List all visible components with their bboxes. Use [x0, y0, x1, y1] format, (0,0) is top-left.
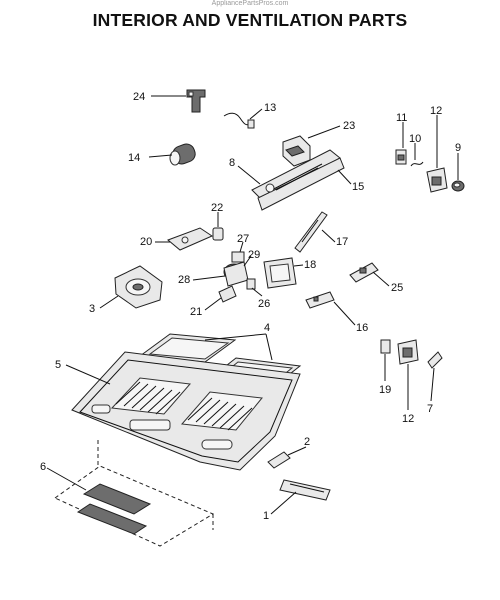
part-11-switch — [395, 149, 407, 165]
part-5-bottom-panel — [71, 351, 301, 471]
callout-1: 1 — [263, 510, 269, 522]
callout-4: 4 — [264, 322, 270, 334]
watermark: AppliancePartsPros.com — [211, 0, 289, 7]
callout-14: 14 — [128, 152, 140, 164]
callout-16: 16 — [356, 322, 368, 334]
part-26-clip — [246, 278, 256, 290]
part-9-cap — [451, 180, 465, 192]
part-1-strip — [279, 479, 331, 501]
part-23-fan-motor — [282, 135, 311, 167]
callout-12-lower: 12 — [402, 413, 414, 425]
part-17-strip — [294, 211, 328, 253]
callout-18: 18 — [304, 259, 316, 271]
callout-12-upper: 12 — [430, 105, 442, 117]
part-18-damper — [263, 257, 297, 289]
part-20-bracket — [167, 227, 214, 251]
callout-20: 20 — [140, 236, 152, 248]
callout-13: 13 — [264, 102, 276, 114]
callout-26: 26 — [258, 298, 270, 310]
part-8-bracket — [251, 149, 345, 211]
callout-19: 19 — [379, 384, 391, 396]
part-27-motor — [231, 251, 245, 263]
part-2-hinge — [267, 451, 291, 469]
part-13-wire — [223, 112, 255, 129]
part-6-filter-cover — [54, 440, 215, 547]
leader-lines — [46, 95, 459, 515]
part-12-switch-lower — [397, 339, 419, 365]
callout-6: 6 — [40, 461, 46, 473]
callout-27: 27 — [237, 233, 249, 245]
callout-7: 7 — [427, 403, 433, 415]
callout-22: 22 — [211, 202, 223, 214]
part-14-capacitor — [169, 143, 196, 166]
part-16-board — [305, 291, 335, 309]
callout-5: 5 — [55, 359, 61, 371]
callout-23: 23 — [343, 120, 355, 132]
callout-24: 24 — [133, 91, 145, 103]
part-25-latch — [349, 262, 379, 283]
part-19-switch — [380, 339, 391, 354]
callout-25: 25 — [391, 282, 403, 294]
callout-11: 11 — [396, 112, 407, 124]
diagram-title: INTERIOR AND VENTILATION PARTS — [92, 10, 408, 30]
part-22-knob — [212, 227, 224, 241]
callout-3: 3 — [89, 303, 95, 315]
callout-15: 15 — [352, 181, 364, 193]
part-7-latch — [427, 351, 443, 369]
callout-8: 8 — [229, 157, 235, 169]
callout-21: 21 — [190, 306, 202, 318]
callout-28: 28 — [178, 274, 190, 286]
part-21-bracket — [218, 285, 237, 303]
callout-17: 17 — [336, 236, 348, 248]
callout-2: 2 — [304, 436, 310, 448]
part-10-spring — [410, 161, 424, 167]
callout-10: 10 — [409, 133, 421, 145]
callout-29: 29 — [248, 249, 260, 261]
part-3-fan-assembly — [114, 265, 163, 309]
part-24-clip — [186, 89, 206, 113]
part-12-switch-upper — [426, 167, 448, 193]
callout-labels: 24 13 23 11 12 10 9 14 8 15 22 20 27 17 … — [40, 91, 461, 522]
callout-9: 9 — [455, 142, 461, 154]
